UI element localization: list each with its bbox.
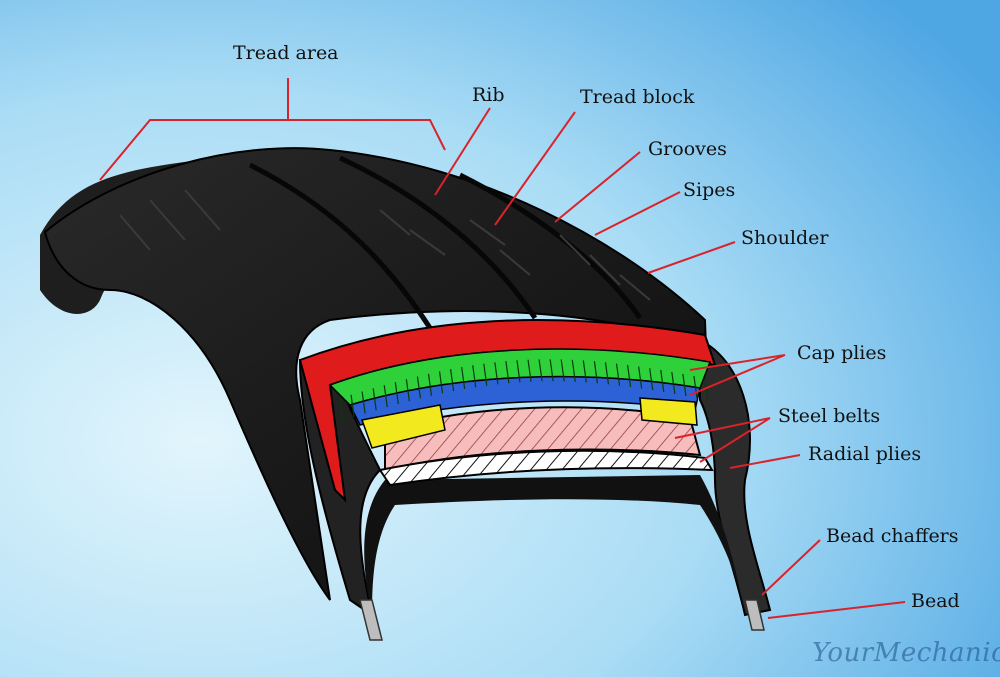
leader-lines (99, 78, 906, 619)
ply-segment-tick (505, 361, 510, 384)
ply-segment-tick (538, 359, 543, 382)
bead-wire-left (359, 599, 383, 641)
groove-line (458, 172, 643, 320)
radial-plies-leader (729, 454, 801, 469)
bead-chaffers-leader (761, 539, 821, 596)
ply-segment-tick (626, 364, 632, 388)
ply-segment-tick (339, 397, 344, 421)
label-tread-area: Tread area (233, 42, 339, 64)
bead-leader (767, 601, 906, 619)
label-rib: Rib (472, 84, 505, 106)
ply-segment-tick (361, 391, 366, 414)
tire-sidewall-right (699, 338, 772, 617)
ply-segment-tick (461, 367, 466, 390)
steel-belts-leader (674, 417, 771, 463)
label-tread-block: Tread block (580, 86, 695, 108)
sipe (119, 214, 151, 251)
sipe (469, 219, 506, 246)
belt-edge-right-yellow (639, 397, 698, 426)
label-radial-plies: Radial plies (808, 443, 922, 465)
ply-segment-tick (660, 369, 665, 393)
sipe (184, 189, 221, 231)
cap-ply-ticks (339, 359, 709, 421)
ply-segment-tick (350, 394, 355, 417)
label-shoulder: Shoulder (741, 227, 829, 249)
groove-line (248, 162, 433, 330)
sipe (409, 229, 446, 256)
label-bead: Bead (911, 590, 960, 612)
sipe (619, 274, 651, 301)
tread-block-leader (494, 111, 576, 226)
ply-segment-tick (549, 359, 554, 382)
sipe (149, 199, 186, 241)
ply-segment-tick (438, 371, 444, 394)
sipe (559, 234, 591, 266)
rib-leader (434, 107, 491, 196)
sipes-leader (594, 191, 681, 236)
ply-segment-tick (405, 379, 410, 402)
ply-segment-tick (649, 368, 654, 391)
shoulder-leader (647, 241, 736, 274)
ply-segment-tick (416, 376, 422, 399)
bead-wires (359, 599, 765, 641)
ply-segment-tick (693, 375, 698, 399)
ply-segment-tick (682, 373, 687, 396)
tread-area-bracket (99, 78, 446, 181)
yourmechanic-watermark: YourMechanic (812, 638, 1000, 668)
ply-segment-tick (483, 363, 488, 386)
tire-body (40, 147, 772, 641)
ply-segment-tick (571, 359, 576, 382)
tire-tread-surface (43, 147, 708, 601)
ply-segment-tick (383, 385, 388, 408)
ply-segment-tick (372, 388, 377, 411)
ply-segment-tick (671, 371, 676, 395)
label-grooves: Grooves (648, 138, 727, 160)
ply-segment-tick (527, 359, 532, 382)
ply-segment-tick (427, 373, 433, 396)
tire-bottom-band (364, 475, 745, 615)
tread-grooves (248, 155, 643, 330)
ply-segment-tick (494, 362, 499, 385)
ply-segment-tick (450, 369, 455, 392)
cap-plies-leader (689, 354, 786, 396)
label-bead-chaffers: Bead chaffers (826, 525, 959, 547)
cross-section-layers (298, 319, 717, 503)
ply-segment-tick (560, 359, 565, 382)
groove-line (338, 155, 538, 320)
ply-segment-tick (604, 362, 610, 385)
ply-segment-tick (638, 366, 643, 389)
ply-segment-tick (615, 363, 621, 386)
radial-ply-white (378, 449, 714, 487)
ply-segment-tick (472, 365, 477, 388)
bead-wire-right (744, 599, 765, 631)
ply-segment-tick (516, 360, 521, 383)
label-sipes: Sipes (683, 179, 736, 201)
ply-segment-tick (394, 382, 399, 405)
tread-sipes (119, 189, 651, 301)
label-steel-belts: Steel belts (778, 405, 881, 427)
ply-segment-tick (582, 360, 587, 383)
ply-segment-tick (593, 361, 598, 384)
sipe (499, 249, 531, 276)
label-cap-plies: Cap plies (797, 342, 887, 364)
grooves-leader (554, 151, 641, 223)
sipe (589, 254, 621, 286)
sipe (379, 209, 411, 236)
belt-edge-left-yellow (360, 404, 446, 449)
